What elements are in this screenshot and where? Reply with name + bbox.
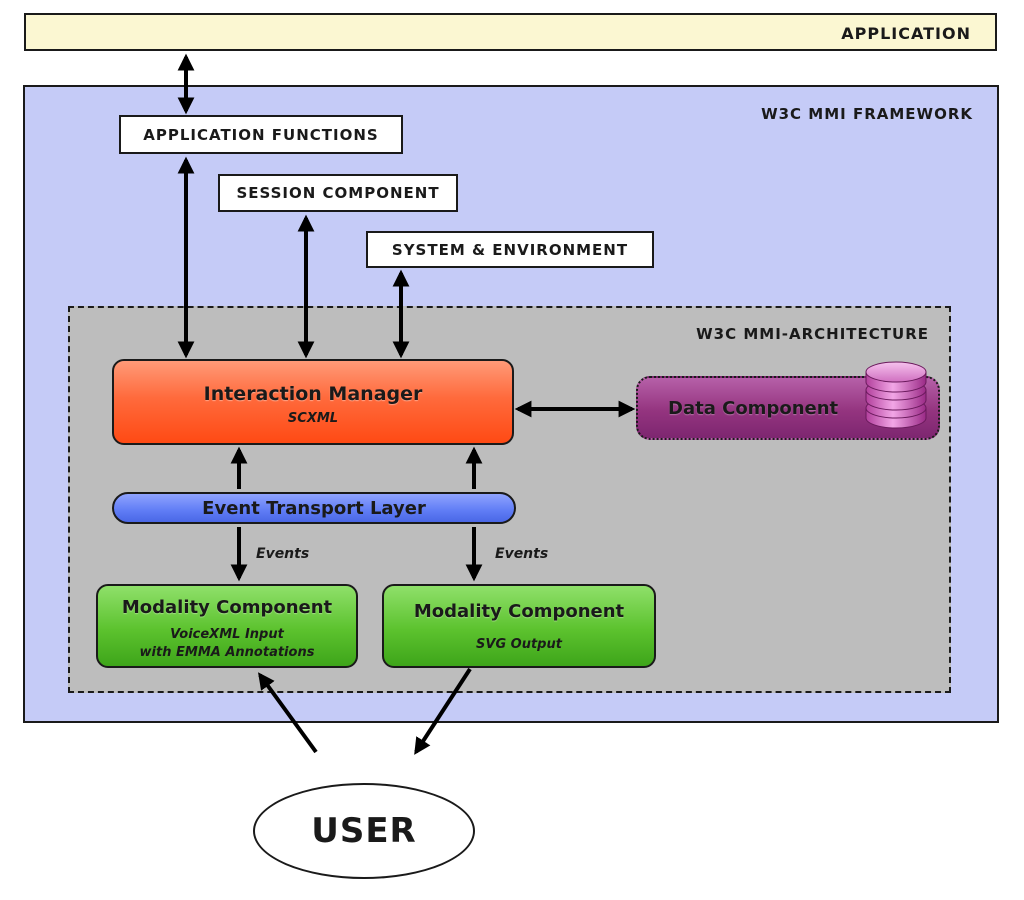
modality-left-title: Modality Component bbox=[121, 597, 333, 618]
modality-left-subtitle: VoiceXML Input with EMMA Annotations bbox=[98, 626, 356, 662]
modality-component-voicexml: Modality Component VoiceXML Input with E… bbox=[96, 584, 358, 668]
application-functions-box: APPLICATION FUNCTIONS bbox=[119, 115, 403, 154]
events-label-left: Events bbox=[256, 546, 310, 562]
session-component-box: SESSION COMPONENT bbox=[218, 174, 458, 212]
database-icon bbox=[865, 361, 927, 429]
modality-component-svg: Modality Component SVG Output bbox=[382, 584, 656, 668]
modality-left-line2: with EMMA Annotations bbox=[139, 645, 315, 660]
interaction-manager-subtitle: SCXML bbox=[287, 411, 339, 426]
data-component-label: Data Component bbox=[668, 398, 839, 419]
data-component: Data Component bbox=[636, 376, 940, 440]
interaction-manager: Interaction Manager SCXML bbox=[112, 359, 514, 445]
event-transport-layer: Event Transport Layer bbox=[112, 492, 516, 524]
application-label: APPLICATION bbox=[841, 24, 971, 43]
application-bar: APPLICATION bbox=[24, 13, 997, 51]
user-ellipse: USER bbox=[253, 783, 475, 879]
interaction-manager-title: Interaction Manager bbox=[203, 383, 423, 405]
modality-right-subtitle: SVG Output bbox=[476, 637, 562, 652]
modality-right-title: Modality Component bbox=[413, 601, 625, 622]
events-label-right: Events bbox=[495, 546, 549, 562]
framework-label: W3C MMI FRAMEWORK bbox=[761, 105, 973, 123]
modality-left-line1: VoiceXML Input bbox=[170, 627, 284, 642]
architecture-label: W3C MMI-ARCHITECTURE bbox=[696, 325, 929, 343]
system-environment-box: SYSTEM & ENVIRONMENT bbox=[366, 231, 654, 268]
